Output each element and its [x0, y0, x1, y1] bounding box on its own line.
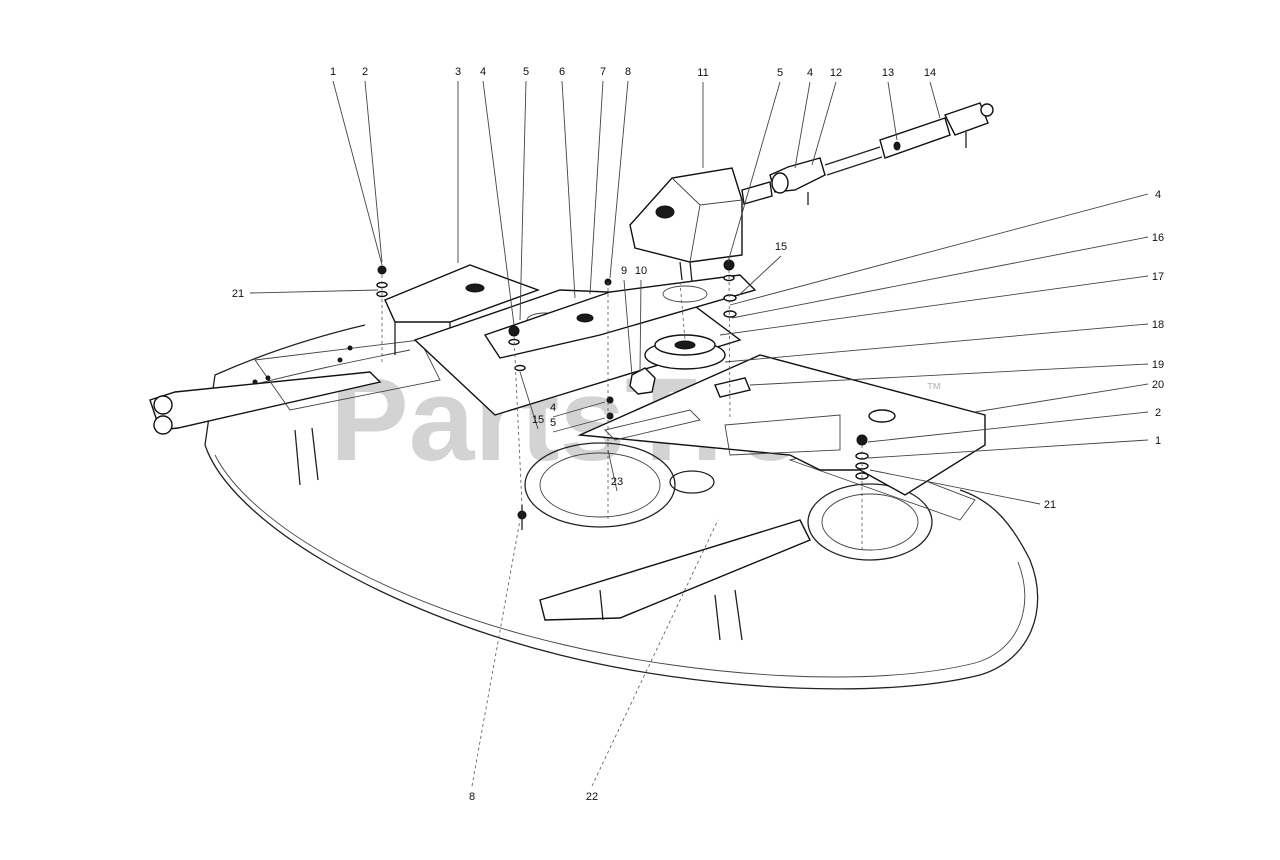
callout-label: 23 [611, 476, 623, 488]
leader-line [552, 401, 606, 418]
mounting-plate [483, 274, 757, 359]
leader-line [869, 469, 1041, 505]
callout-label: 19 [1152, 359, 1164, 371]
drive-shaft [769, 102, 994, 205]
leader-line [364, 80, 383, 263]
leader-line [867, 439, 1149, 459]
leader-line [729, 193, 1149, 306]
leader-line [519, 80, 527, 321]
leader-line [731, 236, 1149, 319]
leader-line [552, 417, 606, 433]
callout-label: 4 [550, 402, 556, 414]
leader-line [561, 80, 576, 299]
callout-label: 5 [550, 417, 556, 429]
callout-label: 5 [777, 67, 783, 79]
hardware [376, 259, 869, 530]
watermark-trademark: ™ [926, 381, 942, 398]
leader-line [249, 289, 379, 294]
leader-line [332, 80, 383, 266]
callout-label: 4 [480, 66, 486, 78]
callout-label: 1 [1155, 435, 1161, 447]
callout-label: 2 [362, 66, 368, 78]
callout-label: 15 [532, 414, 544, 426]
leader-line [724, 323, 1149, 363]
leader-line [737, 255, 782, 297]
pulley [644, 334, 726, 370]
hidden-lines [381, 269, 863, 550]
callout-label: 11 [697, 67, 708, 79]
leader-line [974, 383, 1149, 413]
callout-label: 4 [807, 67, 813, 79]
callout-label: 8 [469, 791, 475, 803]
callout-label: 15 [775, 241, 787, 253]
leader-line [887, 81, 898, 141]
leader-line [609, 80, 629, 279]
leader-line [482, 80, 515, 326]
leader-line [591, 519, 719, 787]
leader-line [719, 275, 1149, 336]
callout-label: 5 [523, 66, 529, 78]
leader-line [727, 81, 781, 263]
callout-label: 21 [1044, 499, 1056, 511]
callout-label: 22 [586, 791, 598, 803]
callout-label: 20 [1152, 379, 1164, 391]
leader-line [794, 81, 811, 169]
callout-label: 8 [625, 66, 631, 78]
callout-label: 2 [1155, 407, 1161, 419]
leader-lines [249, 80, 1149, 787]
callout-label: 1 [330, 66, 336, 78]
callout-label: 13 [882, 67, 894, 79]
callout-label: 4 [1155, 189, 1161, 201]
leader-line [607, 449, 618, 492]
leader-line [929, 81, 941, 119]
leader-line [471, 519, 521, 787]
callout-label: 17 [1152, 271, 1164, 283]
leader-line [639, 279, 642, 373]
leader-line [867, 411, 1149, 443]
callout-label: 14 [924, 67, 936, 79]
callout-label: 6 [559, 66, 565, 78]
callout-label: 3 [455, 66, 461, 78]
callout-label: 9 [621, 265, 627, 277]
callout-label: 10 [635, 265, 647, 277]
leader-line [811, 81, 837, 166]
leader-line [623, 279, 633, 376]
right-cover [577, 354, 986, 496]
callout-label: 16 [1152, 232, 1164, 244]
callout-label: 7 [600, 66, 606, 78]
gearbox [629, 167, 773, 283]
callout-label: 18 [1152, 319, 1164, 331]
callout-label: 12 [830, 67, 842, 79]
leader-line [519, 371, 539, 430]
leader-line [589, 80, 604, 295]
callout-label: 21 [232, 288, 244, 300]
leader-line [749, 363, 1149, 386]
